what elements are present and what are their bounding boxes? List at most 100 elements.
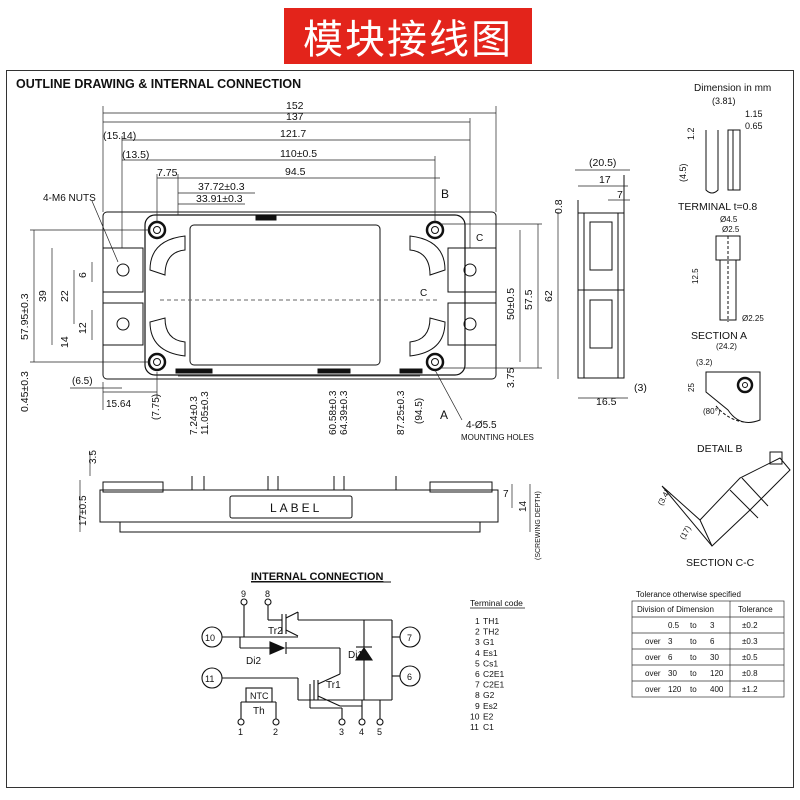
- dim-7-24: 7.24±0.3: [189, 396, 200, 435]
- terminal-code-number: 8: [475, 690, 480, 700]
- tolerance-from: 3: [668, 637, 673, 646]
- label-text: LABEL: [270, 501, 322, 515]
- circuit-schematic: [201, 598, 421, 726]
- label-di1: Di1: [348, 650, 363, 661]
- nuts-leader: [91, 200, 119, 263]
- terminal-code-number: 9: [475, 701, 480, 711]
- dim-33-91: 33.91±0.3: [196, 193, 243, 205]
- label-th: Th: [253, 706, 265, 717]
- side-dim-lines: [575, 169, 630, 399]
- dim-7: 7: [617, 189, 623, 201]
- detail-b: [705, 371, 761, 423]
- circuit-part-labels: Tr2 Tr1 Di2 Di1 NTC Th: [246, 626, 363, 717]
- unit-note: Dimension in mm: [694, 83, 771, 94]
- terminal-code-name: G2: [483, 690, 495, 700]
- tolerance-title: Tolerance otherwise specified: [636, 590, 741, 599]
- dim-6: 6: [77, 272, 89, 278]
- left-dim-lines: [30, 229, 150, 363]
- dim-3-4: (3.4): [656, 488, 672, 507]
- di2-diode: [269, 641, 306, 655]
- top-dim-labels: 152 137 121.7 110±0.5 94.5 37.72±0.3 33.…: [103, 100, 317, 205]
- dim-0-8: 0.8: [553, 199, 565, 214]
- tolerance-over: over: [645, 653, 661, 662]
- pin-6: 6: [407, 672, 412, 682]
- marker-a: A: [440, 408, 448, 422]
- dim-3-75: 3.75: [505, 367, 517, 388]
- dim-12-5: 12.5: [691, 268, 700, 284]
- mounting-hole-bl: [147, 352, 167, 372]
- terminal-code-name: C1: [483, 722, 494, 732]
- tolerance-from: 0.5: [668, 621, 680, 630]
- dim-15-14: (15.14): [103, 130, 136, 142]
- dim-14: 14: [59, 336, 71, 348]
- dim-17-cc: (17): [678, 524, 693, 541]
- tolerance-upper: 3: [710, 621, 715, 630]
- terminal-code-name: TH1: [483, 616, 499, 626]
- label-ntc: NTC: [250, 691, 269, 701]
- detail-b-dims: (24.2) (3.2) 25 (80°): [687, 342, 737, 416]
- detail-b-caption: DETAIL B: [697, 443, 743, 455]
- mounting-hole-br: [425, 352, 445, 372]
- dim-37-72: 37.72±0.3: [198, 181, 245, 193]
- side-dim-labels: (20.5) 17 7 0.8 16.5 (3): [553, 157, 647, 408]
- mounting-holes-caption: MOUNTING HOLES: [461, 433, 534, 442]
- side-view: [577, 175, 625, 379]
- tolerance-to: to: [690, 685, 697, 694]
- marker-c1: C: [476, 233, 483, 244]
- top-view: [102, 211, 497, 380]
- drawing-frame: [6, 70, 794, 788]
- tolerance-header-division: Division of Dimension: [637, 605, 714, 614]
- terminal-code-number: 1: [475, 616, 480, 626]
- dim-phi-2-25: Ø2.25: [742, 314, 764, 323]
- label-tr1: Tr1: [326, 680, 341, 691]
- label-plate: [229, 495, 353, 519]
- terminal-code-number: 11: [470, 722, 479, 732]
- mounting-holes-dim: 4-Ø5.5: [466, 420, 497, 431]
- tolerance-from: 30: [668, 669, 677, 678]
- terminal-detail: [705, 129, 741, 194]
- terminal-dims: (3.81) 1.15 0.65 1.2 (4.5): [678, 96, 763, 182]
- tolerance-upper: 6: [710, 637, 715, 646]
- bottom-dim-lines: [70, 372, 420, 410]
- tolerance-value: ±0.8: [742, 669, 758, 678]
- tolerance-over: over: [645, 669, 661, 678]
- terminal-code-number: 6: [475, 669, 480, 679]
- dim-0-45: 0.45±0.3: [19, 371, 31, 412]
- mounting-hole-tr: [425, 220, 445, 240]
- right-dim-lines: [440, 212, 559, 379]
- marker-c2: C: [420, 288, 427, 299]
- tolerance-from: 6: [668, 653, 673, 662]
- circuit-title: INTERNAL CONNECTION: [251, 571, 383, 583]
- dim-20-5: (20.5): [589, 157, 616, 169]
- section-cc-detail: [661, 451, 791, 547]
- banner-title: 模块接线图: [303, 17, 513, 63]
- dim-94-5: 94.5: [285, 166, 306, 178]
- terminal-caption: TERMINAL t=0.8: [678, 201, 757, 213]
- bottom-dim-labels: (6.5) 15.64 (7.75) 7.24±0.3 11.05±0.3 60…: [72, 376, 425, 435]
- dim-16-5: 16.5: [596, 396, 617, 408]
- pin-11: 11: [205, 674, 214, 684]
- terminal-code-number: 5: [475, 658, 480, 668]
- terminal-code-number: 10: [470, 711, 480, 721]
- terminal-code-name: C2E1: [483, 669, 505, 679]
- dim-50: 50±0.5: [505, 288, 517, 320]
- terminal-code-name: TH2: [483, 627, 499, 637]
- front-dim-labels: 3.5 17±0.5 7 14 (SCREWING DEPTH): [78, 450, 542, 560]
- terminal-code-number: 4: [475, 648, 480, 658]
- dim-phi-2-5: Ø2.5: [722, 225, 740, 234]
- label-tr2: Tr2: [268, 626, 283, 637]
- terminal-code-name: E2: [483, 711, 494, 721]
- dim-25: 25: [687, 383, 696, 392]
- dim-22: 22: [59, 290, 71, 302]
- tolerance-over: over: [645, 637, 661, 646]
- section-a-dims: Ø4.5 Ø2.5 12.5 Ø2.25: [691, 215, 764, 323]
- dim-15-64: 15.64: [106, 399, 131, 410]
- dim-11-05: 11.05±0.3: [200, 391, 211, 435]
- dim-152: 152: [286, 100, 304, 112]
- nuts-label: 4-M6 NUTS: [43, 193, 96, 204]
- dim-121-7: 121.7: [280, 128, 306, 140]
- top-dimensions: [102, 106, 497, 248]
- tolerance-upper: 120: [710, 669, 724, 678]
- right-dim-labels: 50±0.5 57.5 62 3.75: [505, 288, 555, 388]
